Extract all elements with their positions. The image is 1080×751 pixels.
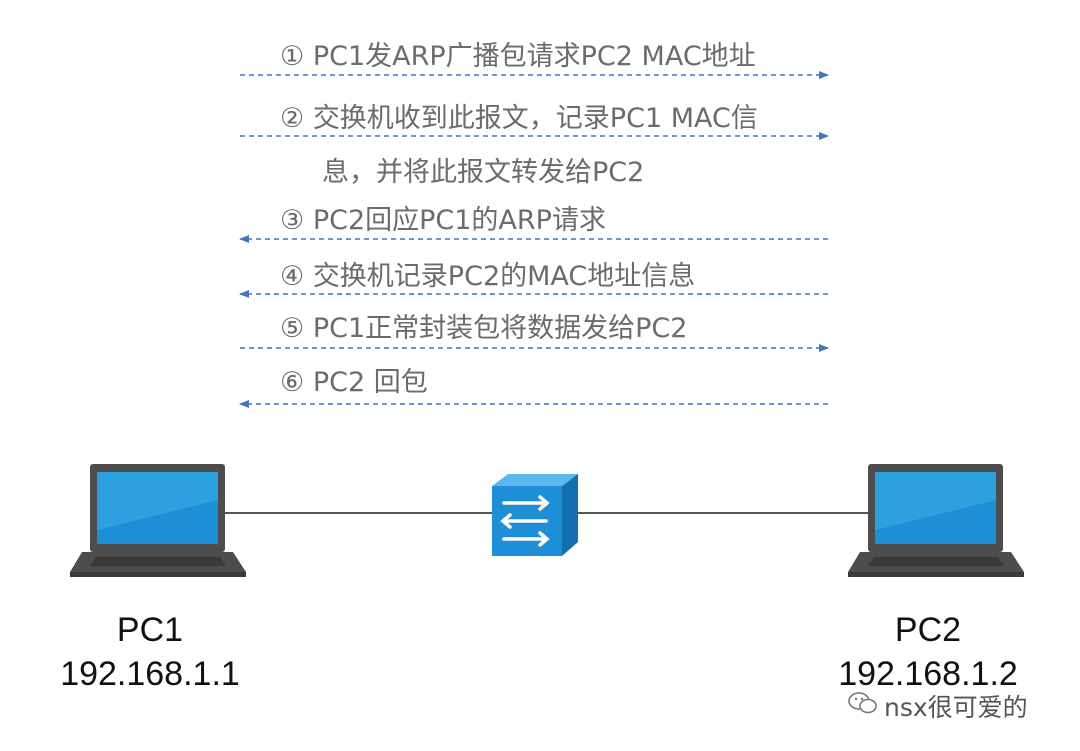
step-6-label: PC2 回包 <box>312 367 428 398</box>
step-4-label: 交换机记录PC2的MAC地址信息 <box>312 261 696 292</box>
step-6-number: ⑥ <box>280 367 305 398</box>
pc1-ip: 192.168.1.1 <box>60 655 240 693</box>
step-3-label: PC2回应PC1的ARP请求 <box>312 205 606 236</box>
step-5-number: ⑤ <box>280 313 305 344</box>
step-4-text: ④ 交换机记录PC2的MAC地址信息 <box>280 254 695 293</box>
step-3-number: ③ <box>280 205 305 236</box>
step-2-text: ② 交换机收到此报文，记录PC1 MAC信 <box>280 96 758 135</box>
step-4-number: ④ <box>280 261 305 292</box>
pc2-label: PC2 192.168.1.2 <box>818 608 1038 696</box>
step-1-text: ① PC1发ARP广播包请求PC2 MAC地址 <box>280 34 756 73</box>
step-1-label: PC1发ARP广播包请求PC2 MAC地址 <box>312 41 756 72</box>
pc1-name: PC1 <box>116 611 184 649</box>
step-5-text: ⑤ PC1正常封装包将数据发给PC2 <box>280 306 687 345</box>
step-2-continuation: 息，并将此报文转发给PC2 <box>322 157 645 188</box>
watermark: nsx很可爱的 <box>848 688 1028 724</box>
step-1-number: ① <box>280 41 305 72</box>
pc1-label: PC1 192.168.1.1 <box>40 608 260 696</box>
step-2-number: ② <box>280 103 305 134</box>
watermark-text: nsx很可爱的 <box>884 693 1028 722</box>
wechat-icon <box>848 691 878 721</box>
pc2-ip: 192.168.1.2 <box>838 655 1018 693</box>
pc1-laptop-icon <box>70 464 246 577</box>
step-2-label: 交换机收到此报文，记录PC1 MAC信 <box>312 103 758 134</box>
pc2-laptop-icon <box>848 464 1024 577</box>
step-5-label: PC1正常封装包将数据发给PC2 <box>312 313 688 344</box>
step-3-text: ③ PC2回应PC1的ARP请求 <box>280 198 606 237</box>
switch-icon <box>492 474 578 556</box>
pc2-name: PC2 <box>894 611 962 649</box>
step-6-text: ⑥ PC2 回包 <box>280 360 428 399</box>
